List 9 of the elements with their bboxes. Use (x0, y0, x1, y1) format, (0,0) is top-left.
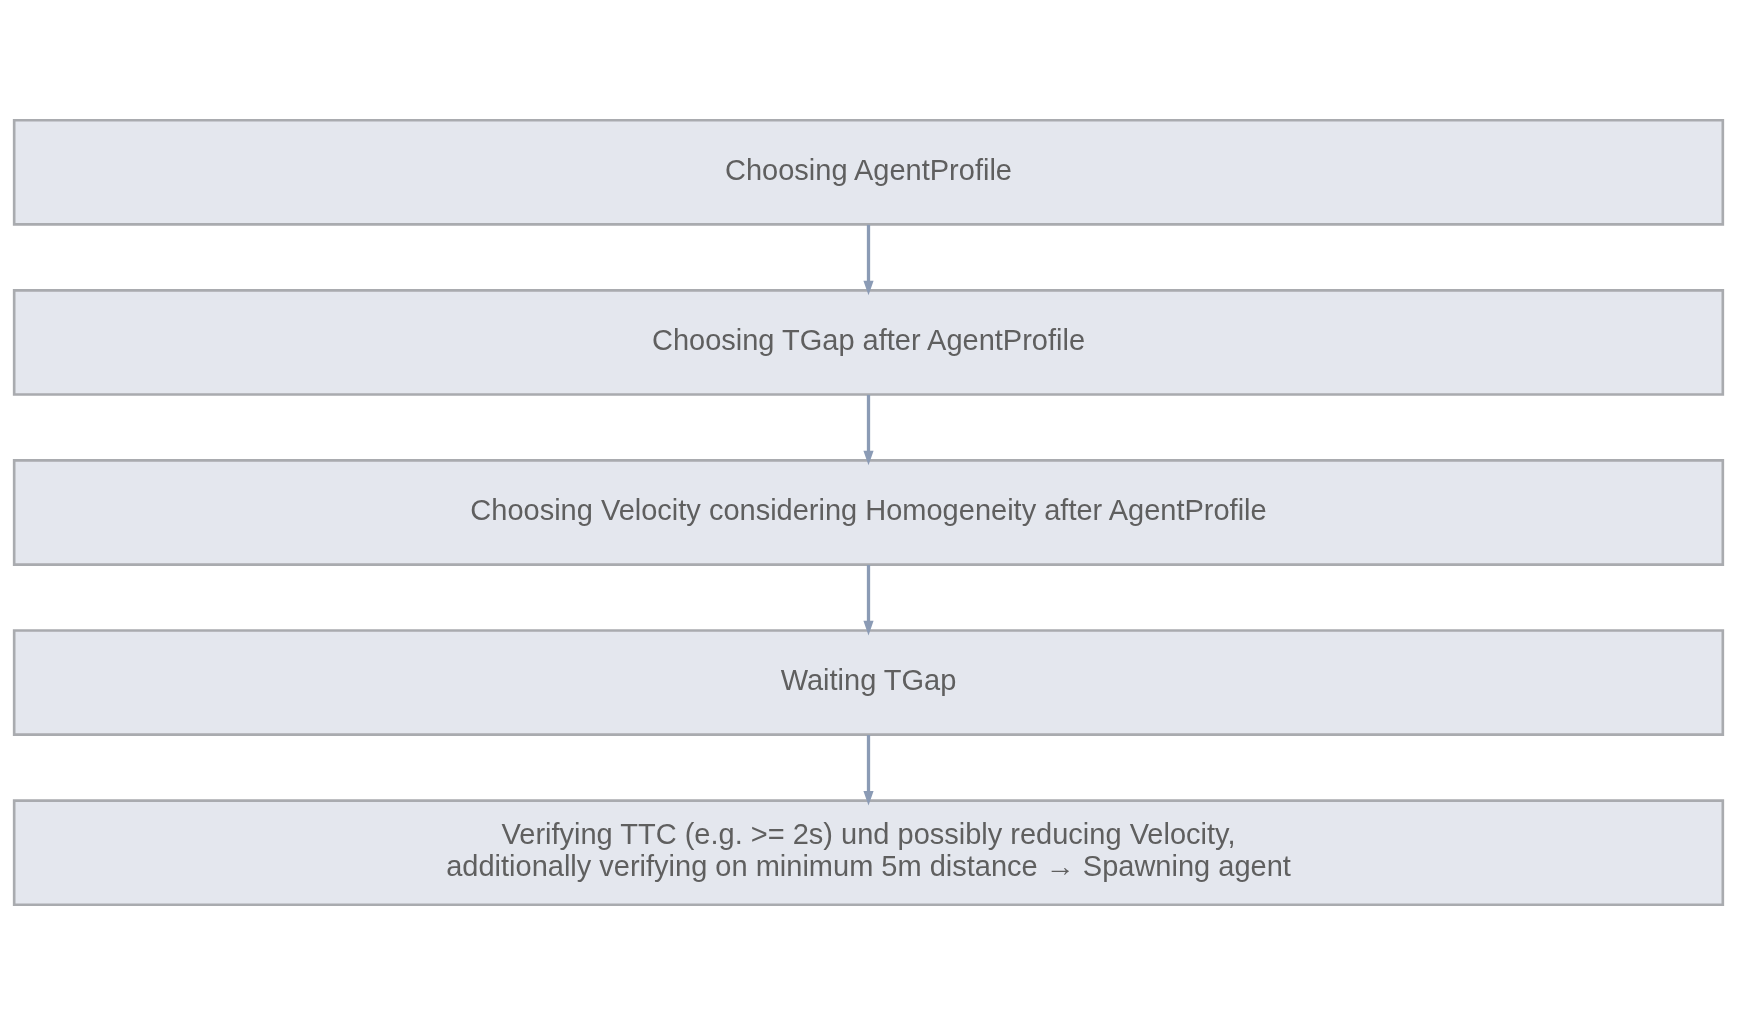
arrow (863, 564, 874, 635)
arrow (863, 394, 874, 465)
node-box: Choosing TGap after AgentProfile (12, 288, 1725, 396)
arrow (863, 224, 874, 295)
arrow (863, 734, 874, 805)
node-box: Choosing AgentProfile (12, 118, 1725, 226)
node-box: Choosing Velocity considering Homogeneity after AgentProfile (12, 458, 1725, 566)
node-box: Waiting TGap (12, 628, 1725, 736)
node-box: Verifying TTC (e.g. >= 2s) und possibly reducing Velocity, additionally verifying on minimum 5m distance → Spawning agent (12, 798, 1725, 906)
